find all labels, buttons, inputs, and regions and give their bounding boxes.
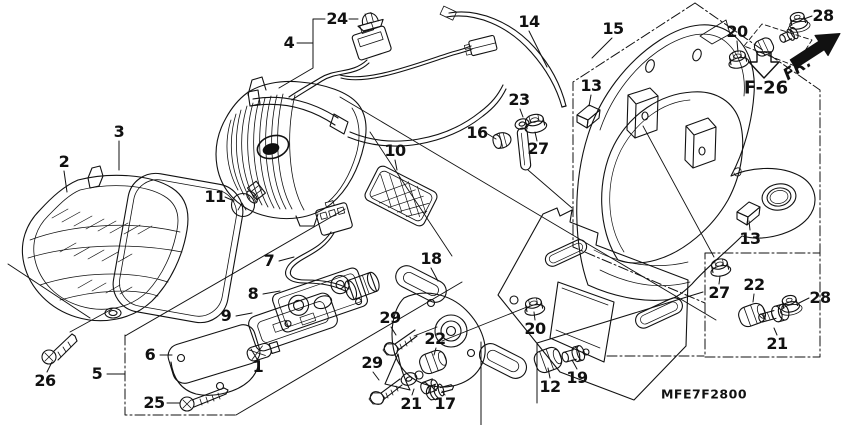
- shoulder-bolt-21b: [758, 303, 790, 323]
- part-label-1: 1: [252, 357, 264, 376]
- part-label-10: 10: [384, 141, 406, 160]
- part-label-21: 21: [400, 394, 422, 413]
- flange-nut-20b: [524, 297, 546, 316]
- cap-nut-28a: [788, 11, 811, 33]
- part-label-16: 16: [466, 123, 488, 142]
- license-lamp-case: [167, 324, 261, 396]
- screw-26: [41, 333, 78, 365]
- part-label-7: 7: [263, 251, 275, 270]
- part-label-11: 11: [204, 187, 226, 206]
- two-pin-connector: [463, 34, 498, 57]
- part-label-27: 27: [708, 283, 730, 302]
- f26-reference-label: F-26: [743, 77, 789, 99]
- part-label-2: 2: [58, 152, 70, 171]
- harness-clip: [357, 11, 384, 32]
- part-label-19: 19: [566, 368, 588, 387]
- screw-25: [179, 387, 229, 412]
- part-label-8: 8: [247, 284, 259, 303]
- washer-bolt-21a: [400, 372, 439, 395]
- grommet-12: [533, 346, 563, 374]
- license-connector: [315, 200, 353, 236]
- part-label-15: 15: [602, 19, 624, 38]
- part-label-4: 4: [283, 33, 295, 52]
- license-plate-panel: [497, 207, 689, 401]
- part-label-9: 9: [220, 306, 232, 325]
- part-label-24: 24: [326, 9, 348, 28]
- part-label-22: 22: [424, 329, 446, 348]
- group-boundary-lines: [7, 2, 821, 425]
- part-label-21: 21: [766, 334, 788, 353]
- license-lamp-gasket: [248, 292, 338, 352]
- spacer-block-13b: [736, 201, 761, 226]
- part-label-25: 25: [143, 393, 165, 412]
- flange-nut-27a: [524, 113, 548, 134]
- license-lamp-base: [272, 267, 368, 333]
- taillight-lens: [21, 165, 189, 322]
- diagram-code: MFE7F2800: [660, 386, 748, 402]
- grommet-22b: [738, 302, 766, 328]
- part-label-29: 29: [379, 308, 401, 327]
- taillight-harness: [288, 11, 507, 147]
- lens-hatching: [51, 208, 153, 295]
- callout-leader-lines: [46, 15, 813, 404]
- part-label-29: 29: [361, 353, 383, 372]
- part-label-23: 23: [508, 90, 530, 109]
- collar-19: [561, 345, 586, 363]
- part-label-27: 27: [527, 139, 549, 158]
- flange-bolt-29a: [382, 329, 418, 356]
- spacer-block-13a: [576, 104, 601, 129]
- assembly-connection-lines: [69, 96, 717, 342]
- wire-guide-strip: [439, 5, 567, 108]
- license-bracket: [384, 265, 528, 391]
- rear-fender-bracket: [576, 19, 816, 301]
- part-label-22: 22: [743, 275, 765, 294]
- part-label-28: 28: [812, 6, 834, 25]
- part-label-18: 18: [420, 249, 442, 268]
- reflector: [364, 165, 438, 227]
- bulb-socket: [344, 271, 380, 301]
- kit-dashed-box: [743, 23, 813, 67]
- lens-gasket: [112, 172, 244, 324]
- part-label-13: 13: [580, 76, 602, 95]
- damper-grommet-16: [492, 132, 512, 149]
- taillight-bulb: [230, 180, 266, 218]
- part-label-17: 17: [434, 394, 456, 413]
- part-label-20: 20: [524, 319, 546, 338]
- part-label-14: 14: [518, 12, 540, 31]
- part-label-12: 12: [539, 377, 561, 396]
- part-label-6: 6: [144, 345, 156, 364]
- part-label-3: 3: [113, 122, 125, 141]
- part-label-20: 20: [726, 22, 748, 41]
- part-label-28: 28: [809, 288, 831, 307]
- harness-connector: [351, 21, 392, 61]
- kit-grommet: [753, 37, 775, 57]
- cap-nut-28b: [780, 294, 803, 316]
- fr-direction-arrow: [789, 32, 841, 69]
- part-label-5: 5: [91, 364, 103, 383]
- washer-23: [514, 118, 532, 171]
- taillight-unit-body: [215, 76, 367, 227]
- flange-nut-27b: [710, 258, 732, 277]
- kit-collar: [779, 26, 799, 43]
- part-label-26: 26: [34, 371, 56, 390]
- license-bulb: [246, 340, 281, 362]
- grommet-22a: [419, 349, 447, 375]
- part-label-13: 13: [739, 229, 761, 248]
- f26-reference-arrow: [748, 51, 780, 79]
